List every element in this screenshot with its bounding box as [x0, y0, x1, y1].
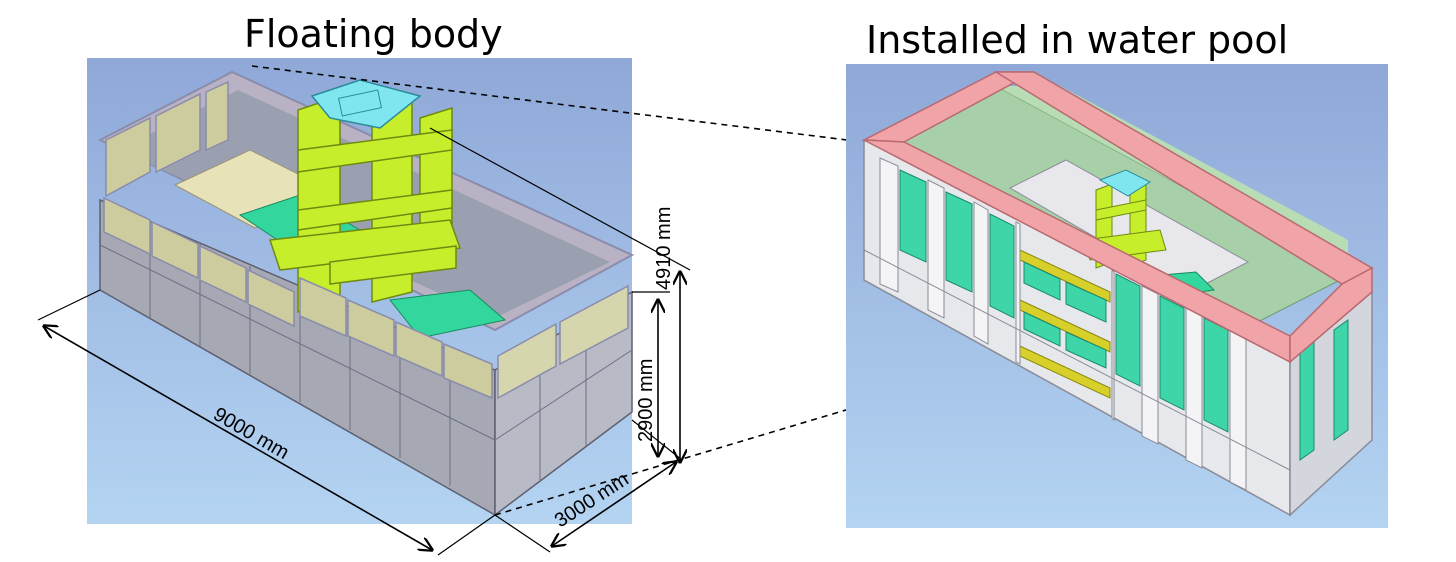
- cyan-top-plate: [310, 79, 422, 129]
- dimension-total-height: 4910 mm: [429, 127, 691, 462]
- teal-wall-sections: [899, 169, 1349, 461]
- gate-teal-panels: [1023, 261, 1107, 369]
- water-pool-title: Installed in water pool: [866, 18, 1289, 62]
- pool-base-line: [863, 249, 1291, 471]
- water-pool-render: [846, 64, 1388, 528]
- lime-lifting-frame: [268, 94, 462, 313]
- yellow-gate-beams: [1019, 249, 1111, 399]
- floating-body-title: Floating body: [244, 12, 503, 56]
- dimension-hull-height: 2900 mm: [632, 291, 670, 456]
- hull-height-label: 2900 mm: [635, 359, 657, 442]
- top-plate-details: [337, 89, 383, 117]
- khaki-panels-side: [497, 284, 629, 400]
- total-height-label: 4910 mm: [653, 207, 675, 290]
- pool-columns: [879, 157, 1247, 491]
- khaki-panels-rear: [105, 80, 229, 198]
- pool-pink-rim: [861, 71, 1374, 364]
- mini-cyan-top: [1098, 169, 1152, 197]
- floating-body-render: [87, 58, 635, 524]
